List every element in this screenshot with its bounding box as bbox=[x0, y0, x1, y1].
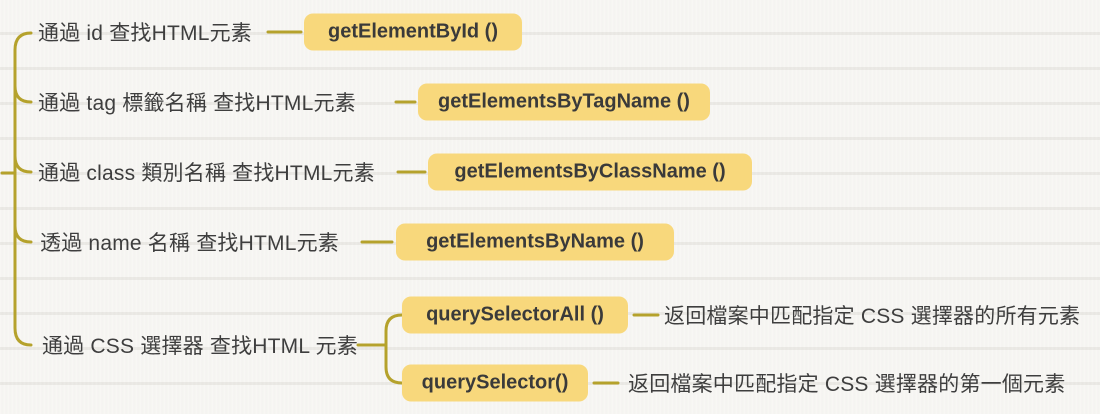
method-badge-getelementsbyclassname[interactable]: getElementsByClassName () bbox=[428, 153, 752, 191]
description-queryselector[interactable]: 返回檔案中匹配指定 CSS 選擇器的第一個元素 bbox=[628, 373, 1066, 396]
branch-2-arc bbox=[13, 84, 33, 104]
method-badge-getelementsbytagname[interactable]: getElementsByTagName () bbox=[418, 83, 710, 121]
branch-4-arc bbox=[13, 224, 33, 244]
branch-5-fork-brace bbox=[384, 313, 404, 385]
branch-label-by-name[interactable]: 透過 name 名稱 查找HTML元素 bbox=[40, 232, 339, 255]
method-badge-getelementbyid[interactable]: getElementById () bbox=[304, 13, 522, 51]
method-badge-queryselectorall[interactable]: querySelectorAll () bbox=[402, 296, 628, 334]
branch-label-by-css-selector[interactable]: 通過 CSS 選擇器 查找HTML 元素 bbox=[42, 335, 358, 358]
trunk-bottom-line bbox=[13, 171, 33, 347]
trunk-top-line bbox=[13, 31, 33, 175]
branch-label-by-tag[interactable]: 通過 tag 標籤名稱 查找HTML元素 bbox=[38, 92, 356, 115]
branch-label-by-id[interactable]: 通過 id 查找HTML元素 bbox=[38, 22, 252, 45]
description-queryselectorall[interactable]: 返回檔案中匹配指定 CSS 選擇器的所有元素 bbox=[664, 305, 1081, 328]
branch-3-arc bbox=[13, 154, 33, 174]
method-badge-queryselector[interactable]: querySelector() bbox=[402, 364, 588, 402]
branch-label-by-class[interactable]: 通過 class 類別名稱 查找HTML元素 bbox=[38, 162, 375, 185]
method-badge-getelementsbyname[interactable]: getElementsByName () bbox=[396, 223, 674, 261]
